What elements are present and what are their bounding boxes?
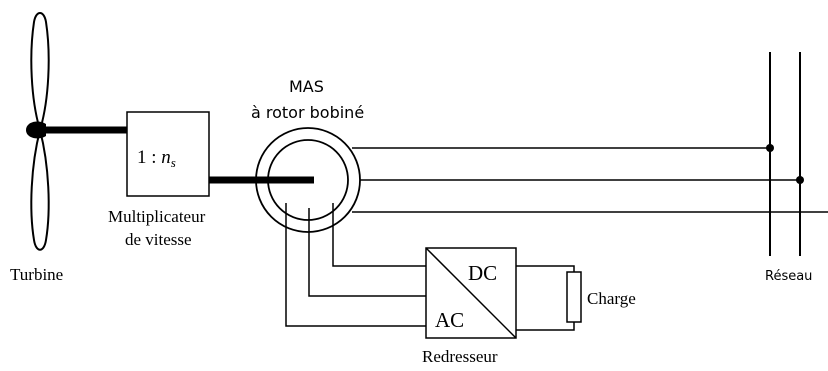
rectifier-ac-label: AC: [435, 308, 464, 332]
machine-label-line1: MAS: [289, 77, 324, 96]
rotor-circle: [267, 139, 349, 221]
gearbox-ratio: 1 : ns: [137, 147, 176, 170]
dc-line-bottom: [516, 322, 575, 331]
turbine-label: Turbine: [10, 265, 63, 284]
rotor-phase-1: [332, 203, 426, 267]
rectifier-box: [425, 247, 517, 339]
rectifier-dc-label: DC: [468, 261, 497, 285]
machine-label-line2: à rotor bobiné: [251, 103, 364, 122]
junction-dot-2: [796, 176, 804, 184]
gearbox-ratio-variable: n: [161, 147, 171, 168]
load-label: Charge: [587, 289, 636, 308]
turbine-blade-lower: [30, 129, 50, 251]
load-resistor: [566, 271, 582, 323]
gearbox-ratio-subscript: s: [171, 155, 176, 170]
rotor-phase-2: [308, 208, 426, 297]
gearbox-box: [126, 111, 210, 197]
junction-dot-1: [766, 144, 774, 152]
rotor-phase-3: [285, 203, 426, 327]
dc-line-top: [516, 265, 575, 272]
gearbox-ratio-prefix: 1 :: [137, 147, 161, 168]
turbine-blade-upper: [30, 12, 50, 134]
rectifier-label: Redresseur: [422, 347, 498, 366]
gearbox-label-line2: de vitesse: [125, 230, 192, 249]
rotor-lines: [285, 203, 426, 327]
grid-label: Réseau: [765, 269, 812, 284]
stator-lines: [352, 147, 828, 213]
turbine-rotor: [26, 12, 50, 251]
gearbox-label-line1: Multiplicateur: [108, 207, 206, 226]
turbine-hub: [26, 121, 46, 139]
rectifier-diagonal: [425, 247, 517, 339]
